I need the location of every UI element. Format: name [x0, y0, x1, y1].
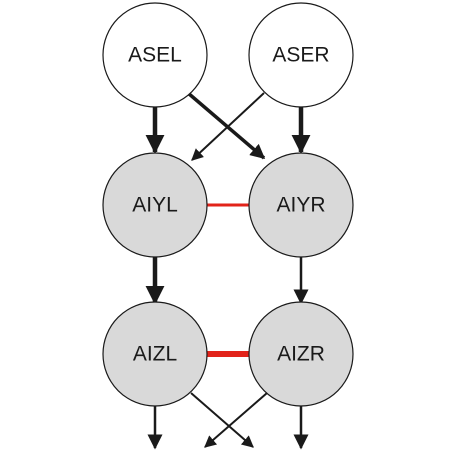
synapse-aizl-output-cross	[190, 392, 254, 448]
synapse-aser-aiyl	[191, 92, 265, 161]
node-label: ASEL	[128, 44, 182, 67]
synapse-aizr-output-cross	[204, 392, 268, 448]
node-circle	[248, 301, 354, 407]
node-circle	[248, 152, 354, 258]
node-label: AIZR	[277, 343, 325, 366]
node-aser: ASER	[248, 2, 354, 108]
node-asel: ASEL	[102, 2, 208, 108]
gap-junctions	[207, 203, 249, 357]
node-label: AIYL	[132, 194, 178, 217]
node-circle	[102, 152, 208, 258]
node-aiyl: AIYL	[102, 152, 208, 258]
synapse-edges	[145, 91, 311, 450]
node-label: ASER	[272, 44, 329, 67]
node-circle	[248, 2, 354, 108]
node-aizl: AIZL	[102, 301, 208, 407]
node-label: AIZL	[133, 343, 177, 366]
node-circle	[102, 2, 208, 108]
node-aizr: AIZR	[248, 301, 354, 407]
node-circle	[102, 301, 208, 407]
synapse-asel-aiyr	[186, 91, 266, 160]
node-label: AIYR	[276, 194, 325, 217]
node-aiyr: AIYR	[248, 152, 354, 258]
